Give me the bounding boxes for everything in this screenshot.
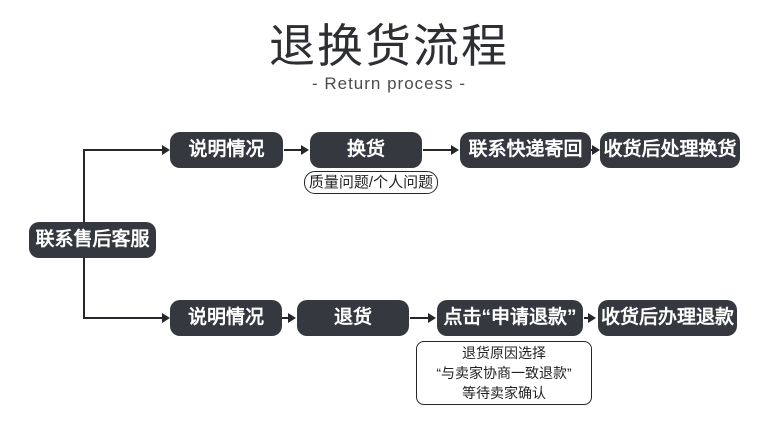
node-process-refund-after-receipt: 收货后办理退款 [598, 300, 737, 336]
node-contact-courier-return: 联系快递寄回 [460, 132, 591, 168]
node-refund-explain-situation: 说明情况 [170, 300, 282, 336]
arrow-exchange-1 [284, 145, 309, 155]
node-exchange-goods: 换货 [310, 132, 422, 168]
node-return-goods: 退货 [297, 300, 409, 336]
note-refund-reason-line2: “与卖家协商一致退款” [436, 365, 572, 381]
note-quality-or-personal-issue: 质量问题/个人问题 [304, 171, 438, 194]
node-process-exchange-after-receipt: 收货后处理换货 [600, 132, 740, 168]
arrow-exchange-2 [423, 145, 459, 155]
arrow-branch-exchange [84, 145, 170, 155]
note-refund-reason: 退货原因选择 “与卖家协商一致退款” 等待卖家确认 [416, 341, 592, 405]
node-exchange-explain-situation: 说明情况 [170, 132, 283, 168]
page-title: 退换货流程 [269, 20, 509, 72]
arrow-exchange-3 [590, 145, 600, 155]
note-refund-reason-line3: 等待卖家确认 [462, 385, 546, 401]
arrow-refund-2 [410, 313, 436, 323]
arrow-refund-3 [584, 313, 596, 323]
node-click-apply-refund: 点击“申请退款” [437, 300, 583, 336]
page-subtitle: - Return process - [311, 74, 467, 93]
note-refund-reason-line1: 退货原因选择 [462, 345, 546, 361]
arrow-branch-refund [84, 313, 170, 323]
arrow-refund-1 [282, 313, 296, 323]
node-contact-after-sales-service: 联系售后客服 [29, 222, 156, 258]
